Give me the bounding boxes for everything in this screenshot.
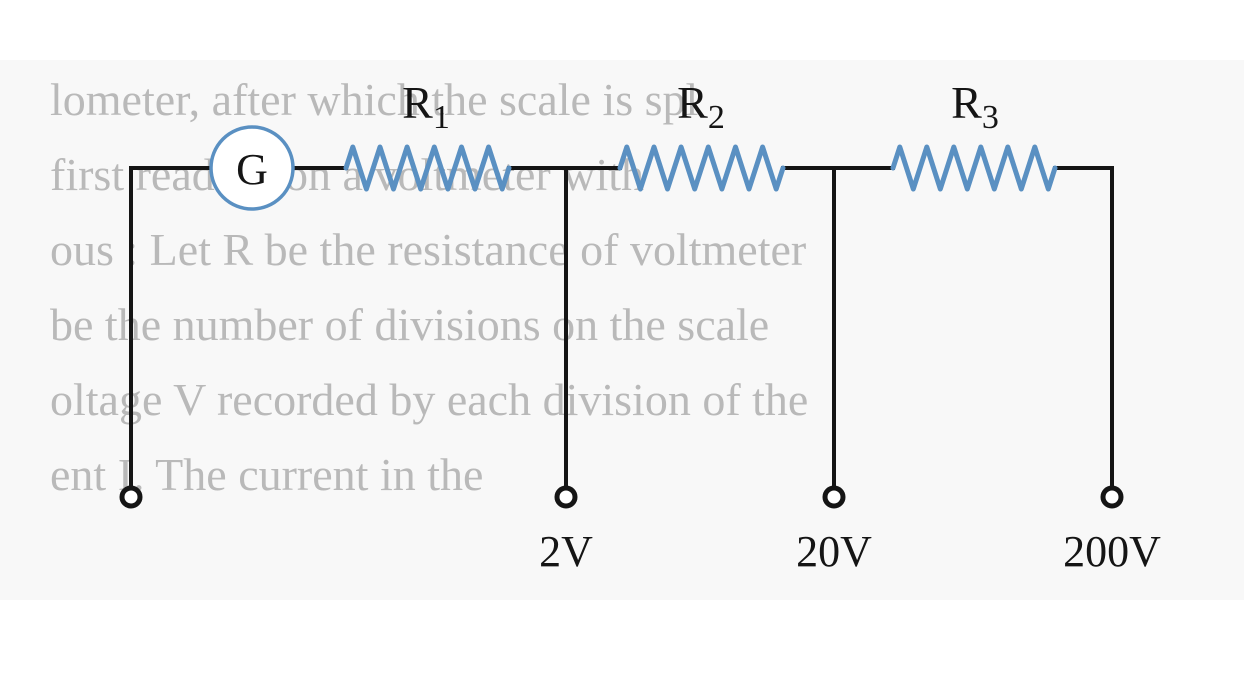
terminal-20v: [822, 485, 846, 509]
galvanometer-label: G: [236, 145, 268, 194]
show-through-line: be the number of divisions on the scale: [50, 299, 769, 350]
terminal-common: [119, 485, 143, 509]
left-wire: [129, 166, 212, 490]
show-through-line: ous : Let R be the resistance of voltmet…: [50, 224, 806, 275]
resistor-r1-zigzag: [343, 144, 512, 192]
terminal-200v: [1100, 485, 1124, 509]
show-through-text: lometer, after which the scale is spl fi…: [50, 74, 808, 500]
wires: [129, 166, 1114, 490]
galvanometer-ring: [209, 125, 295, 211]
show-through-line: ent I. The current in the: [50, 449, 483, 500]
show-through-line: lometer, after which the scale is spl: [50, 74, 698, 125]
resistor-r3-zigzag: [890, 144, 1058, 192]
resistor-r2-zigzag: [617, 144, 786, 192]
resistor-label-r2: R2: [677, 77, 725, 136]
right-wire: [1053, 166, 1114, 490]
resistor-label-r3: R3: [951, 77, 999, 136]
galvanometer: G: [209, 125, 295, 211]
terminal-label-20v: 20V: [796, 527, 872, 576]
show-through-line: oltage V recorded by each division of th…: [50, 374, 808, 425]
terminal-label-2v: 2V: [539, 527, 593, 576]
terminal-label-200v: 200V: [1063, 527, 1161, 576]
show-through-line: first reading on a voltmeter with: [50, 149, 644, 200]
resistor-label-r1: R1: [402, 77, 450, 136]
terminal-2v: [554, 485, 578, 509]
